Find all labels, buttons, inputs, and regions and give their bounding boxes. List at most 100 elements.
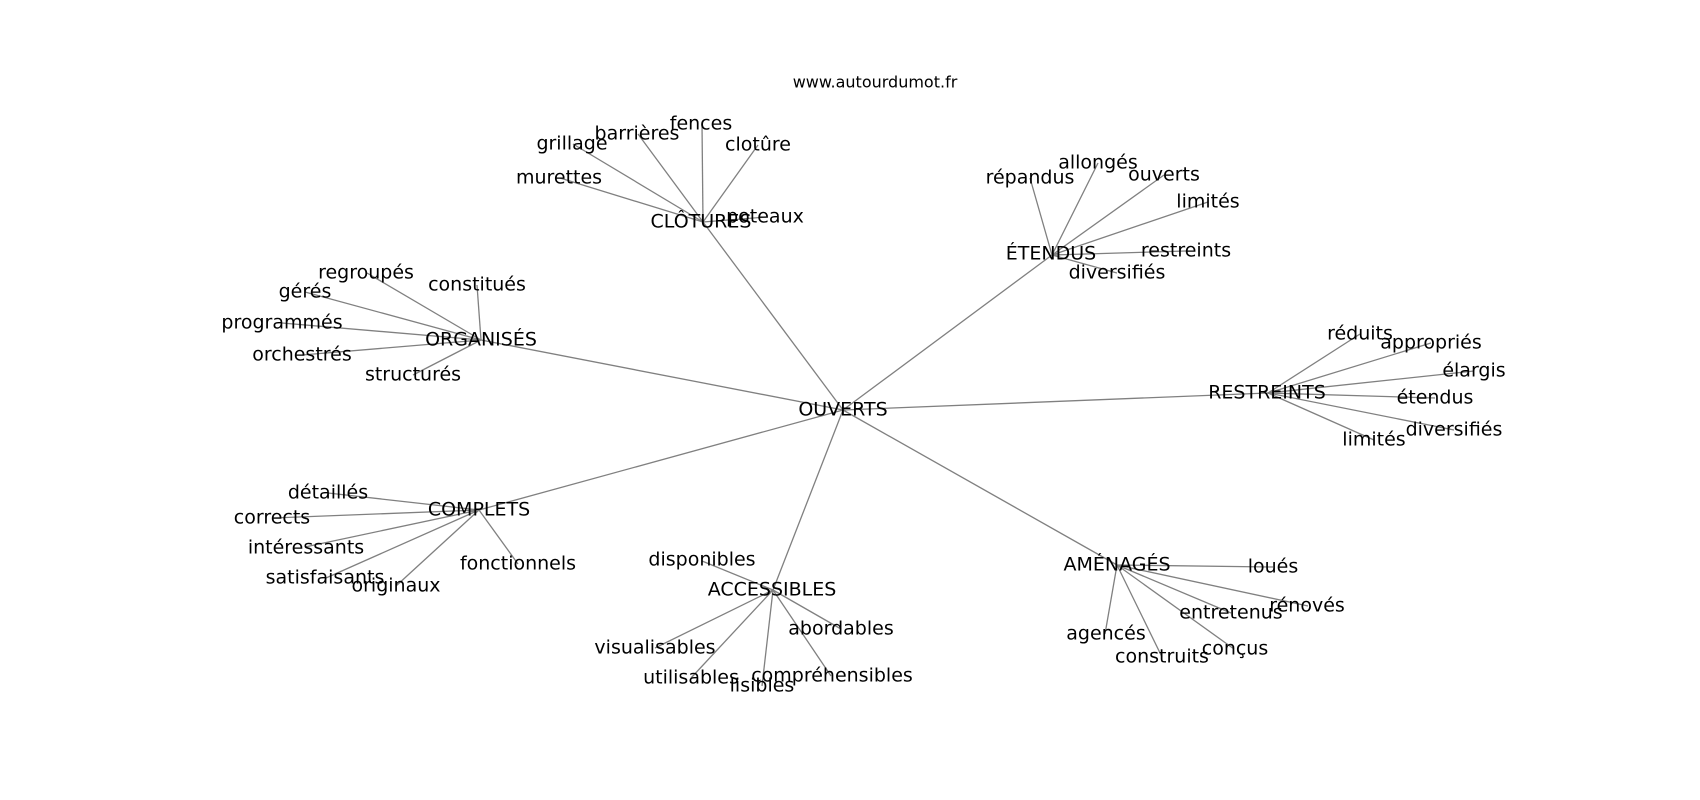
word-node-label: originaux: [351, 575, 440, 597]
hub-word-edge: [1051, 201, 1209, 256]
root-hub-edge: [842, 392, 1269, 411]
word-node-label: limités: [1342, 429, 1405, 451]
word-node-label: corrects: [234, 507, 310, 529]
word-node-label: intéressants: [248, 537, 364, 559]
word-node-label: lisibles: [730, 675, 795, 697]
hub-word-edge: [304, 509, 480, 548]
word-node-label: regroupés: [318, 262, 414, 284]
hub-word-edge: [304, 291, 482, 341]
hub-word-edge: [701, 560, 774, 591]
word-node-label: détaillés: [288, 482, 368, 504]
root-hub-edge: [842, 409, 1118, 566]
hub-word-edge: [701, 123, 704, 223]
word-node-label: construits: [1115, 646, 1209, 668]
hub-word-edge: [1116, 564, 1163, 658]
word-node-label: disponibles: [648, 549, 755, 571]
word-node-label: entretenus: [1179, 602, 1282, 624]
word-node-label: appropriés: [1380, 332, 1482, 354]
word-node-label: gérés: [279, 281, 332, 303]
hub-word-edge: [327, 492, 480, 511]
hub-word-edge: [1267, 392, 1455, 431]
hub-word-edge: [572, 143, 704, 223]
word-node-label: restreints: [1141, 240, 1231, 262]
hub-node-label: RESTREINTS: [1208, 382, 1326, 404]
hub-node-label: AMÉNAGÉS: [1063, 553, 1170, 576]
hub-word-edge: [1051, 254, 1118, 274]
word-node-label: fonctionnels: [460, 553, 576, 575]
source-watermark: www.autourdumot.fr: [793, 73, 958, 92]
word-node-label: allongés: [1058, 152, 1138, 174]
hub-word-edge: [395, 509, 480, 587]
root-hub-edge: [480, 339, 844, 411]
word-node-label: grillage: [536, 133, 607, 155]
word-node-label: étendus: [1397, 387, 1474, 409]
word-node-label: réduits: [1327, 323, 1393, 345]
word-node-label: limités: [1176, 191, 1239, 213]
word-node-label: barrières: [595, 123, 680, 145]
root-node-label: OUVERTS: [798, 399, 887, 421]
hub-word-edge: [301, 339, 482, 356]
hub-word-edge: [1116, 564, 1235, 650]
word-node-label: ouverts: [1128, 164, 1200, 186]
hub-word-edge: [559, 177, 704, 223]
word-node-label: diversifiés: [1069, 262, 1166, 284]
hub-word-edge: [476, 284, 482, 341]
word-node-label: élargis: [1442, 360, 1505, 382]
hub-word-edge: [1267, 333, 1361, 394]
word-node-label: agencés: [1066, 623, 1145, 645]
word-node-label: visualisables: [594, 637, 715, 659]
hub-word-edge: [1051, 162, 1099, 256]
hub-node-label: CLÔTURES: [651, 209, 752, 233]
hub-word-edge: [281, 322, 482, 341]
graph-edges: [272, 123, 1475, 687]
hub-word-edge: [1116, 564, 1309, 607]
word-node-label: compréhensibles: [751, 665, 913, 687]
hub-node-label: COMPLETS: [428, 499, 530, 521]
word-node-label: répandus: [986, 167, 1075, 189]
hub-word-edge: [272, 509, 480, 519]
word-node-label: rénovés: [1269, 595, 1345, 617]
hub-word-edge: [1267, 392, 1436, 399]
word-node-label: orchestrés: [252, 344, 352, 366]
hub-word-edge: [772, 589, 842, 630]
hub-word-edge: [690, 589, 774, 679]
hub-word-edge: [1051, 250, 1187, 256]
hub-word-edge: [654, 589, 774, 649]
hub-node-label: ÉTENDUS: [1006, 242, 1096, 265]
hub-word-edge: [772, 589, 832, 677]
word-node-label: clotûre: [725, 134, 791, 156]
root-hub-edge: [478, 409, 844, 511]
hub-word-edge: [325, 509, 480, 579]
word-node-label: loués: [1248, 556, 1299, 578]
graph-labels: www.autourdumot.fr OUVERTS CLÔTURES fences…: [221, 73, 1505, 697]
word-node-label: satisfaisants: [266, 567, 385, 589]
word-node-label: constitués: [428, 274, 526, 296]
word-node-label: abordables: [788, 618, 893, 640]
root-hub-edge: [702, 221, 844, 411]
hub-word-edge: [1267, 342, 1432, 394]
hub-word-edge: [1267, 392, 1375, 441]
word-node-label: programmés: [221, 312, 342, 334]
word-node-label: diversifiés: [1406, 419, 1503, 441]
hub-word-edge: [366, 272, 482, 341]
hub-node-label: ORGANISÉS: [425, 328, 537, 351]
word-node-label: fences: [670, 113, 732, 135]
hub-word-edge: [1104, 564, 1118, 635]
hub-word-edge: [1051, 174, 1165, 256]
word-node-label: murettes: [516, 167, 602, 189]
hub-word-edge: [702, 216, 767, 223]
hub-word-edge: [702, 144, 759, 223]
hub-word-edge: [1116, 564, 1232, 614]
word-node-label: utilisables: [643, 667, 739, 689]
hub-word-edge: [1029, 177, 1053, 256]
root-hub-edge: [842, 254, 1053, 411]
hub-word-edge: [1267, 370, 1475, 394]
hub-word-edge: [412, 339, 482, 376]
word-node-label: conçus: [1202, 638, 1269, 660]
root-hub-edge: [772, 409, 844, 591]
hub-word-edge: [478, 509, 519, 565]
word-node-label: poteaux: [726, 206, 804, 228]
word-node-label: structurés: [365, 364, 461, 386]
hub-word-edge: [761, 589, 774, 687]
